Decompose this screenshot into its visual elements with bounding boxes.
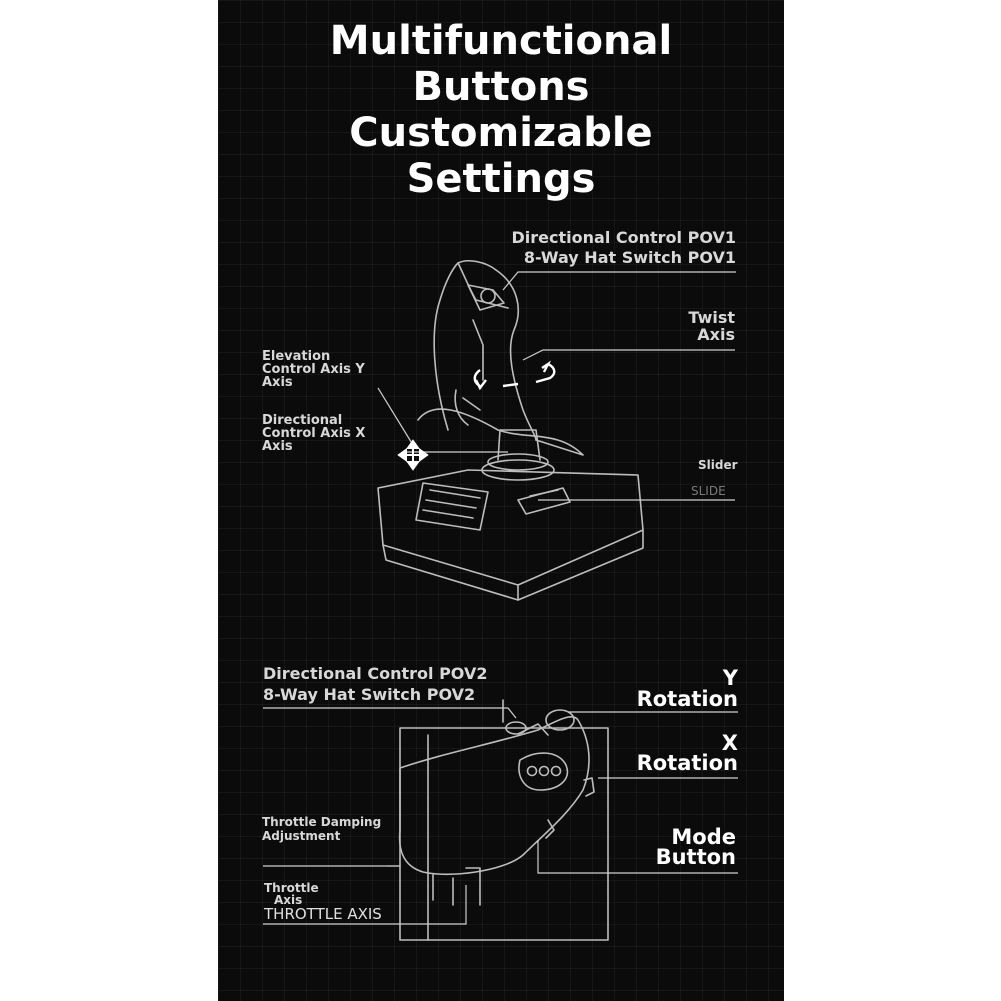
mode-callout-line [537,840,738,874]
elevation-label-line-2: Control Axis Y [262,362,365,377]
x-rotation-label-line-2: Rotation [636,751,738,775]
title-line-2: Buttons [412,64,590,110]
directional-x-label-line-3: Axis [262,439,293,454]
throttle-axis-label-line-2: Axis [274,893,303,907]
x-rotation-label-line-1: X [721,731,738,755]
mode-label-line-1: Mode [671,825,736,849]
twist-arrow-icon [473,360,556,391]
throttle-drawing [387,699,609,941]
twist-callout-line [522,349,735,361]
throttle-axis-label-line-1: Throttle [264,881,319,895]
y-rotation-label-line-1: Y [722,666,738,690]
elevation-label-line-3: Axis [262,375,293,390]
joystick-stick-drawing [417,260,584,481]
directional-x-label-line-1: Directional [262,413,343,428]
title-line-4: Settings [406,156,596,202]
directional-x-label-line-2: Control Axis X [262,426,366,441]
slider-label: Slider [698,458,738,472]
title-line-3: Customizable [349,110,653,156]
pov1-label-line-2: 8-Way Hat Switch POV1 [523,248,736,267]
twist-label-line-2: Axis [697,325,735,344]
throttle-axis-ghost-label: THROTTLE AXIS [264,905,382,923]
damping-label-line-2: Adjustment [262,829,341,843]
product-illustration [263,260,738,941]
pov2-callout-line [263,707,517,719]
y-rotation-label-line-2: Rotation [636,687,738,711]
pov1-callout-line [502,271,736,291]
product-panel: Multifunctional Buttons Customizable Set… [218,0,784,1001]
twist-label-line-1: Twist [688,308,735,327]
mode-label-line-2: Button [655,845,736,869]
elevation-label-line-1: Elevation [262,349,331,364]
move-arrows-icon [397,439,429,471]
damping-label-line-1: Throttle Damping [262,815,382,829]
pov2-label-line-2: 8-Way Hat Switch POV2 [263,685,476,704]
pov2-label-line-1: Directional Control POV2 [263,664,488,683]
title-line-1: Multifunctional [329,18,673,64]
throttle-axis-callout-line [263,885,467,925]
joystick-base-drawing [377,469,644,601]
pov1-label-line-1: Directional Control POV1 [511,228,736,247]
slide-ghost-label: SLIDE [691,484,726,498]
elevation-callout-line [377,387,414,446]
